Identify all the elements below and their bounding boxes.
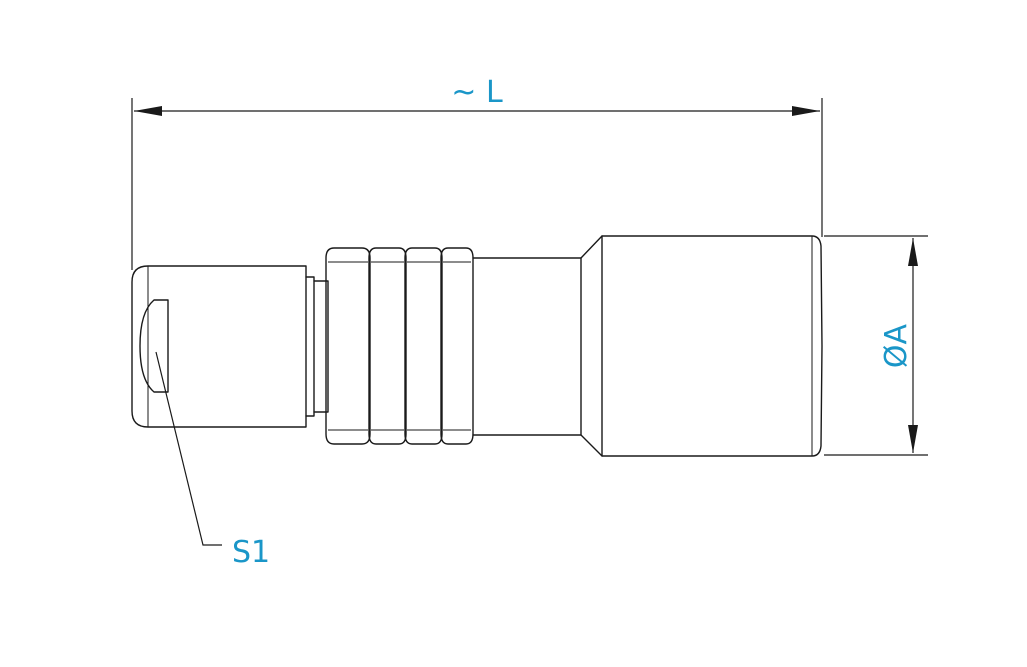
thread-ring-outline bbox=[305, 276, 315, 417]
neck-outline bbox=[472, 257, 582, 436]
diameter-arrow-bottom bbox=[908, 425, 918, 453]
front-nut-outline bbox=[131, 265, 307, 428]
grip-rib-4 bbox=[440, 247, 474, 445]
rear-sleeve bbox=[601, 235, 823, 457]
diameter-dimension: ØA bbox=[824, 235, 928, 456]
knurled-grip bbox=[325, 247, 474, 445]
connector-body bbox=[131, 235, 823, 457]
grip-rib-2 bbox=[368, 247, 407, 445]
diameter-arrow-top bbox=[908, 238, 918, 266]
diameter-label: ØA bbox=[879, 323, 914, 368]
length-label: ~ L bbox=[451, 75, 503, 110]
neck-taper-bottom bbox=[580, 434, 603, 457]
length-arrow-left bbox=[134, 106, 162, 116]
thread-ring bbox=[305, 276, 329, 417]
length-arrow-right bbox=[792, 106, 820, 116]
length-dimension: ~ L bbox=[131, 75, 823, 270]
grip-rib-3 bbox=[404, 247, 443, 445]
s1-label: S1 bbox=[232, 535, 270, 570]
neck bbox=[472, 235, 603, 457]
rear-sleeve-outline bbox=[601, 235, 823, 457]
s1-leader-line bbox=[155, 351, 222, 546]
neck-taper-top bbox=[580, 235, 603, 259]
wrench-flat bbox=[139, 299, 169, 393]
thread-ring-inner bbox=[313, 280, 329, 413]
grip-rib-1 bbox=[325, 247, 371, 445]
front-nut bbox=[131, 265, 307, 428]
s1-callout: S1 bbox=[155, 351, 270, 570]
